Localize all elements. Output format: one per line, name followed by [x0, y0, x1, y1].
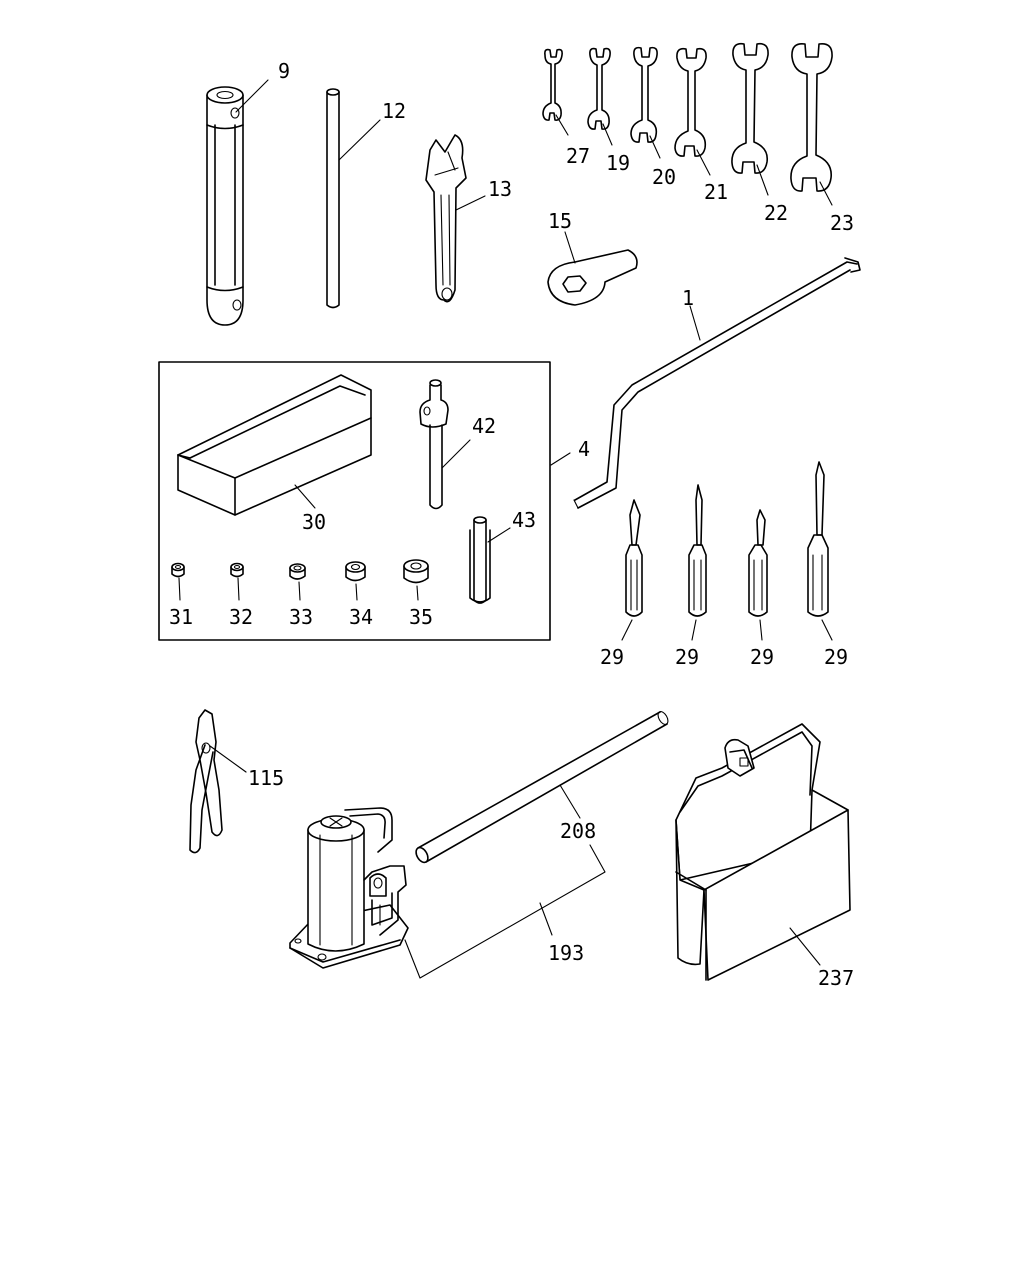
callout-12: 12	[382, 99, 406, 123]
box-wrench	[206, 79, 269, 326]
callout-33: 33	[289, 605, 313, 629]
callout-32: 32	[229, 605, 253, 629]
socket-35	[403, 559, 429, 601]
callout-29-c: 29	[750, 645, 774, 669]
callout-19: 19	[606, 151, 630, 175]
socket-extension	[469, 516, 511, 604]
callout-31: 31	[169, 605, 193, 629]
callout-29-a: 29	[600, 645, 624, 669]
bottle-jack	[289, 807, 409, 969]
wrench-23	[790, 42, 833, 206]
callout-208: 208	[560, 819, 596, 843]
wrench-20	[630, 46, 661, 159]
callout-22: 22	[764, 201, 788, 225]
tool-set-frame	[158, 361, 551, 641]
callout-193: 193	[548, 941, 584, 965]
callout-4: 4	[578, 437, 590, 461]
callout-1: 1	[682, 286, 694, 310]
callout-20: 20	[652, 165, 676, 189]
hex-spanner	[547, 231, 638, 306]
toolbox-case	[177, 374, 372, 516]
screwdriver-4	[807, 461, 833, 641]
callout-43: 43	[512, 508, 536, 532]
callout-29-b: 29	[675, 645, 699, 669]
callout-15: 15	[548, 209, 572, 233]
adjustable-wrench	[425, 134, 486, 303]
callout-23: 23	[830, 211, 854, 235]
tool-bag	[675, 723, 851, 981]
jack-handle-crank	[573, 257, 861, 509]
wrench-19	[587, 47, 613, 146]
screwdriver-2	[688, 484, 707, 641]
wrench-27	[542, 48, 569, 136]
pliers	[189, 709, 247, 854]
wrench-21	[674, 47, 711, 176]
callout-13: 13	[488, 177, 512, 201]
screwdriver-1	[621, 499, 643, 641]
socket-34	[345, 561, 366, 601]
callout-115: 115	[248, 766, 284, 790]
callout-9: 9	[278, 59, 290, 83]
callout-29-d: 29	[824, 645, 848, 669]
jack-assembly-bracket	[404, 844, 606, 979]
socket-31	[171, 562, 185, 601]
callout-35: 35	[409, 605, 433, 629]
callout-34: 34	[349, 605, 373, 629]
callout-27: 27	[566, 144, 590, 168]
bar-rod	[326, 88, 381, 309]
wrench-22	[731, 42, 769, 196]
callout-42: 42	[472, 414, 496, 438]
callout-30: 30	[302, 510, 326, 534]
ratchet-handle	[419, 379, 471, 510]
jack-lever-rod	[415, 711, 669, 864]
socket-32	[230, 562, 244, 601]
screwdriver-3	[748, 509, 768, 641]
callout-21: 21	[704, 180, 728, 204]
callout-237: 237	[818, 966, 854, 990]
socket-33	[289, 563, 306, 601]
